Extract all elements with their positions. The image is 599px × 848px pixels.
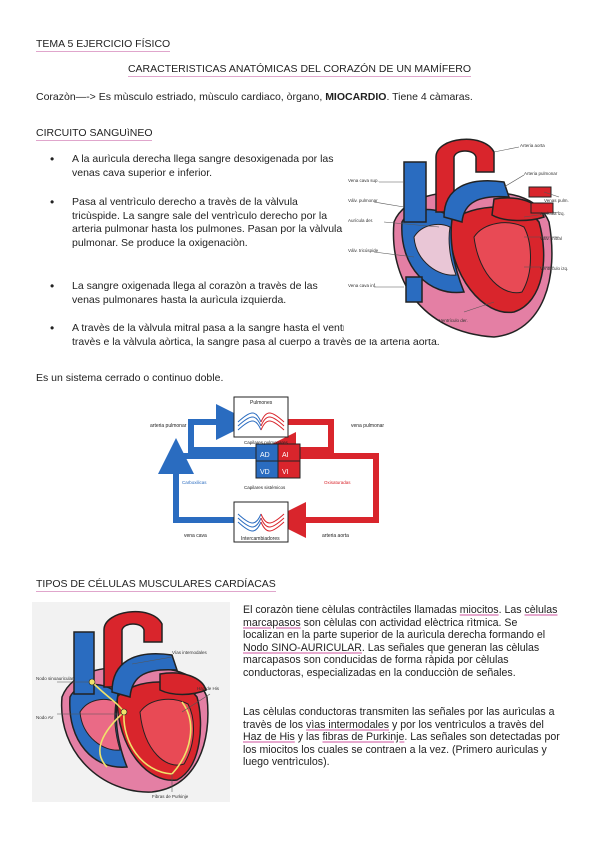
svg-text:Aurícula der.: Aurícula der. bbox=[348, 218, 373, 223]
svg-text:Arteria aorta: Arteria aorta bbox=[520, 143, 545, 148]
vena-pulmonar-label: vena pulmonar bbox=[351, 423, 384, 429]
svg-text:Fibras de Purkinje: Fibras de Purkinje bbox=[152, 794, 189, 799]
intercambiadores-label: Intercambiadores bbox=[241, 536, 280, 542]
vena-cava-superior-shape bbox=[403, 161, 427, 223]
vi-label: VI bbox=[282, 469, 289, 476]
svg-text:Arteria pulmonar: Arteria pulmonar bbox=[524, 171, 558, 176]
right-ventricle-inner bbox=[413, 224, 457, 276]
svg-text:Válv. mitral: Válv. mitral bbox=[540, 236, 562, 241]
page-title: CARACTERISTICAS ANATÓMICAS DEL CORAZÓN D… bbox=[127, 63, 472, 77]
bullet-3: La sangre oxigenada llega al corazòn a t… bbox=[36, 280, 346, 307]
pulmonary-vein-1 bbox=[528, 186, 552, 198]
svg-text:Válv. tricúspide: Válv. tricúspide bbox=[348, 248, 379, 253]
double-circulation-diagram: Pulmones Capilares pulmonares Capilares … bbox=[150, 396, 384, 543]
oxisaturadas-label: Oxisaturadas bbox=[324, 480, 351, 485]
left-ventricle-inner bbox=[473, 222, 531, 294]
vena-cava-inferior-shape bbox=[405, 276, 423, 303]
vena-cava-label: vena cava bbox=[184, 533, 207, 539]
svg-text:Válv. pulmonar: Válv. pulmonar bbox=[348, 198, 378, 203]
cells-heading: TIPOS DE CÉLULAS MUSCULARES CARDÍACAS bbox=[36, 578, 276, 592]
capilares-sistemicos-label: Capilares sistémicos bbox=[244, 485, 286, 490]
arteria-pulmonar-label: arteria pulmonar bbox=[150, 423, 187, 429]
vd-label: VD bbox=[260, 469, 270, 476]
svg-text:Venas pulm.: Venas pulm. bbox=[544, 198, 569, 203]
capilares-pulmonares-label: Capilares pulmonares bbox=[244, 440, 289, 445]
intro-line: Corazòn—-> Es mùsculo estriado, mùsculo … bbox=[36, 91, 473, 103]
circuit-heading: CIRCUITO SANGUìNEO bbox=[36, 127, 153, 141]
bullet-2: Pasa al ventrìculo derecho a travès de l… bbox=[36, 196, 346, 250]
arteria-aorta-label: arteria aorta bbox=[322, 533, 349, 539]
pulmonary-vein-2 bbox=[530, 202, 554, 214]
bullet-1: A la aurìcula derecha llega sangre desox… bbox=[36, 153, 346, 180]
ad-label: AD bbox=[260, 452, 270, 459]
circuit-bullets: A la aurìcula derecha llega sangre desox… bbox=[36, 153, 346, 323]
svg-text:Vena cava sup.: Vena cava sup. bbox=[348, 178, 379, 183]
carboxilicas-label: Carboxilicas bbox=[182, 480, 207, 485]
topic-header: TEMA 5 EJERCICIO FÍSICO bbox=[36, 38, 171, 52]
heart-conduction-diagram: Nodo sinoauricular Vías internodales Nod… bbox=[32, 602, 230, 802]
cells-paragraph-2: Las cèlulas conductoras transmiten las s… bbox=[243, 706, 560, 769]
svg-text:Ventrículo izq.: Ventrículo izq. bbox=[540, 266, 568, 271]
heart-anatomy-diagram: Arteria aorta Arteria pulmonar Venas pul… bbox=[344, 127, 574, 339]
svg-text:Nodo AV: Nodo AV bbox=[36, 715, 53, 720]
svg-text:Aurícula izq.: Aurícula izq. bbox=[540, 211, 565, 216]
ai-label: AI bbox=[282, 452, 289, 459]
lungs-box bbox=[233, 396, 289, 438]
pulmonary-artery-shape bbox=[443, 180, 511, 223]
svg-text:Ventrículo der.: Ventrículo der. bbox=[439, 318, 468, 323]
svg-text:Vías internodales: Vías internodales bbox=[172, 650, 208, 655]
pulmones-label: Pulmones bbox=[250, 400, 273, 406]
cells-paragraph-1: El corazòn tiene cèlulas contràctiles ll… bbox=[243, 604, 558, 679]
svg-text:Haz de His: Haz de His bbox=[197, 686, 220, 691]
svg-text:Nodo sinoauricular: Nodo sinoauricular bbox=[36, 676, 74, 681]
circuit-closing: Es un sistema cerrado o continuo doble. bbox=[36, 372, 224, 384]
svg-text:Vena cava inf.: Vena cava inf. bbox=[348, 283, 376, 288]
